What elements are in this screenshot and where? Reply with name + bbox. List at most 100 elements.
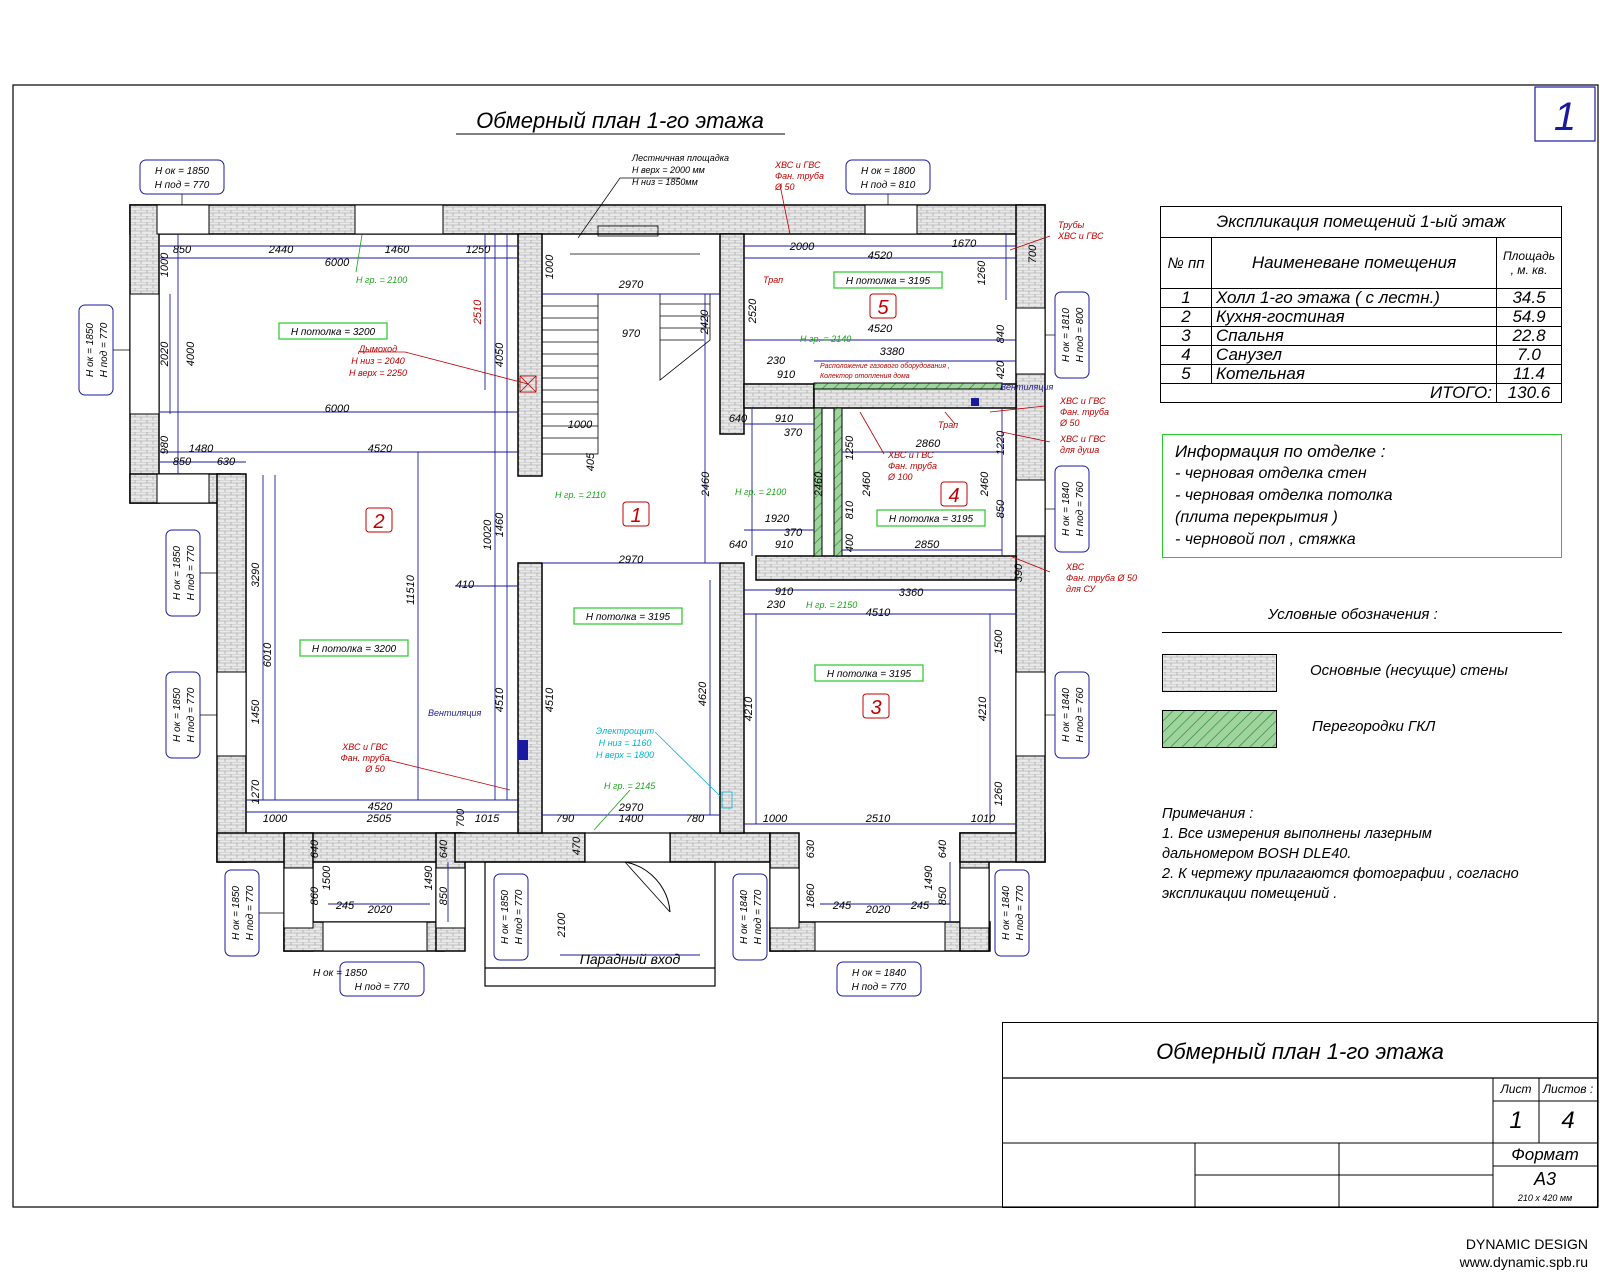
dim-label: 1000 bbox=[159, 252, 171, 277]
dim-label: 2020 bbox=[865, 904, 891, 916]
room-name: Кухня-гостиная bbox=[1211, 307, 1497, 327]
dim-label: 2505 bbox=[366, 813, 392, 825]
dim-label: 2100 bbox=[556, 912, 568, 938]
plan-title: Обмерный план 1-го этажа bbox=[476, 108, 764, 133]
window-callout-text: H ок = 1810 bbox=[1061, 308, 1072, 362]
sheet-number-box bbox=[1534, 86, 1596, 142]
entrance-label: Парадный вход bbox=[580, 951, 681, 967]
window-callout-text: H под = 760 bbox=[1075, 481, 1086, 536]
explication-table: Экспликация помещений 1-ый этаж № пп Наи… bbox=[1160, 206, 1562, 403]
stamp-format-value: А3 bbox=[1533, 1169, 1557, 1189]
legend-swatch-brick bbox=[1162, 654, 1277, 692]
footer-url: www.dynamic.spb.ru bbox=[1459, 1254, 1588, 1270]
dim-label: 850 bbox=[995, 499, 1007, 518]
room-no: 1 bbox=[1160, 288, 1212, 308]
notes: Примечания : 1. Все измерения выполнены … bbox=[1162, 804, 1519, 904]
dim-label: 700 bbox=[1027, 244, 1039, 263]
dim-label: 6010 bbox=[262, 642, 274, 667]
dim-label: 1500 bbox=[993, 629, 1005, 654]
dim-label: 400 bbox=[844, 533, 856, 552]
ceiling-label: H потолка = 3195 bbox=[889, 514, 974, 525]
dim-label: 470 bbox=[571, 836, 583, 855]
hvs-shower-note: для душа bbox=[1060, 445, 1099, 455]
dim-label: 910 bbox=[775, 586, 794, 598]
dim-label: 230 bbox=[766, 599, 786, 611]
stamp-sheet-value: 1 bbox=[1509, 1107, 1523, 1134]
notes-line: экспликации помещений . bbox=[1162, 886, 1338, 902]
hvs-note: ХВС и ГВС bbox=[774, 160, 821, 170]
room-name: Котельная bbox=[1211, 364, 1497, 384]
dim-label: 910 bbox=[775, 539, 794, 551]
legend-title: Условные обозначения : bbox=[1268, 606, 1438, 623]
dim-label: 640 bbox=[438, 839, 450, 858]
stamp-title: Обмерный план 1-го этажа bbox=[1156, 1039, 1444, 1064]
hvs-100-note: ХВС и ГВС bbox=[887, 450, 934, 460]
legend-divider bbox=[1162, 632, 1562, 633]
room-area: 7.0 bbox=[1496, 345, 1562, 365]
dim-label: 4510 bbox=[494, 687, 506, 712]
finish-info-item: - черновая отделка потолка bbox=[1175, 487, 1393, 504]
pipes-note: Трубы bbox=[1058, 220, 1085, 230]
dim-label: 1015 bbox=[475, 813, 500, 825]
window-callout-text: H ок = 1850 bbox=[231, 886, 242, 940]
finish-info-title: Информация по отделке : bbox=[1175, 442, 1386, 461]
dim-label: 2020 bbox=[367, 904, 393, 916]
dim-label: 1920 bbox=[765, 513, 790, 525]
dim-label: 1450 bbox=[250, 699, 262, 724]
ceiling-label: H потолка = 3195 bbox=[827, 669, 912, 680]
window-callout-text: H под = 770 bbox=[155, 180, 210, 191]
window-callout-text: H ок = 1850 bbox=[155, 166, 209, 177]
window-openings bbox=[129, 204, 1046, 952]
dim-label: 1220 bbox=[995, 430, 1007, 455]
dim-label: 640 bbox=[729, 413, 748, 425]
dim-label: 1270 bbox=[250, 779, 262, 804]
window-callout-text: H под = 770 bbox=[1015, 885, 1026, 940]
room-number-4: 4 bbox=[948, 485, 959, 507]
finish-info-item: (плита перекрытия ) bbox=[1175, 509, 1338, 526]
trap-note: Трап bbox=[763, 275, 783, 285]
dim-label: 630 bbox=[805, 839, 817, 858]
hvs-note: ХВС и ГВС bbox=[1059, 396, 1106, 406]
room-no: 5 bbox=[1160, 364, 1212, 384]
dim-label: 1490 bbox=[923, 865, 935, 890]
dim-label: 840 bbox=[995, 324, 1007, 343]
entrance-porch bbox=[484, 832, 716, 987]
window-callout-text: H ок = 1850 bbox=[85, 323, 96, 377]
dim-label: 640 bbox=[937, 839, 949, 858]
dim-label: 6000 bbox=[325, 257, 350, 269]
dim-label: 6000 bbox=[325, 403, 350, 415]
dim-label: 1260 bbox=[976, 260, 988, 285]
window-callout-text: H под = 770 bbox=[99, 322, 110, 377]
explication-title: Экспликация помещений 1-ый этаж bbox=[1160, 206, 1562, 238]
hvs-note: Ø 50 bbox=[774, 182, 795, 192]
window-callout-text: H под = 770 bbox=[514, 889, 525, 944]
dim-label: 4520 bbox=[868, 250, 893, 262]
legend-item-gkl: Перегородки ГКЛ bbox=[1312, 718, 1436, 735]
room-area: 11.4 bbox=[1496, 364, 1562, 384]
window-callout-text: H под = 770 bbox=[245, 885, 256, 940]
boiler-note: Колектор отопления дома bbox=[820, 372, 910, 380]
dim-label: 4520 bbox=[368, 801, 393, 813]
ceiling-label: H потолка = 3195 bbox=[846, 276, 931, 287]
h-gr-note: H гр. = 2100 bbox=[735, 487, 786, 497]
dim-label: 4210 bbox=[977, 696, 989, 721]
dim-label: 230 bbox=[766, 355, 786, 367]
window-callout-text: H под = 770 bbox=[753, 889, 764, 944]
dim-label: 1460 bbox=[494, 512, 506, 537]
dim-label: 640 bbox=[309, 839, 321, 858]
electro-note: H верх = 1800 bbox=[596, 750, 654, 760]
footer-company: DYNAMIC DESIGN bbox=[1465, 1236, 1588, 1252]
dim-label: 390 bbox=[1013, 563, 1025, 582]
room-area: 54.9 bbox=[1496, 307, 1562, 327]
trap-note: Трап bbox=[938, 420, 958, 430]
window-callout-text: H под = 770 bbox=[186, 545, 197, 600]
dim-label: 11510 bbox=[405, 574, 417, 605]
ceiling-frames bbox=[278, 271, 986, 682]
total-value: 130.6 bbox=[1496, 383, 1562, 403]
hvs-note: Ø 50 bbox=[1059, 418, 1080, 428]
dim-label: 860 bbox=[309, 886, 321, 905]
dim-label: 2460 bbox=[861, 471, 873, 497]
finish-info-item: - черновой пол , стяжка bbox=[1175, 531, 1356, 548]
dim-label: 1860 bbox=[805, 883, 817, 908]
